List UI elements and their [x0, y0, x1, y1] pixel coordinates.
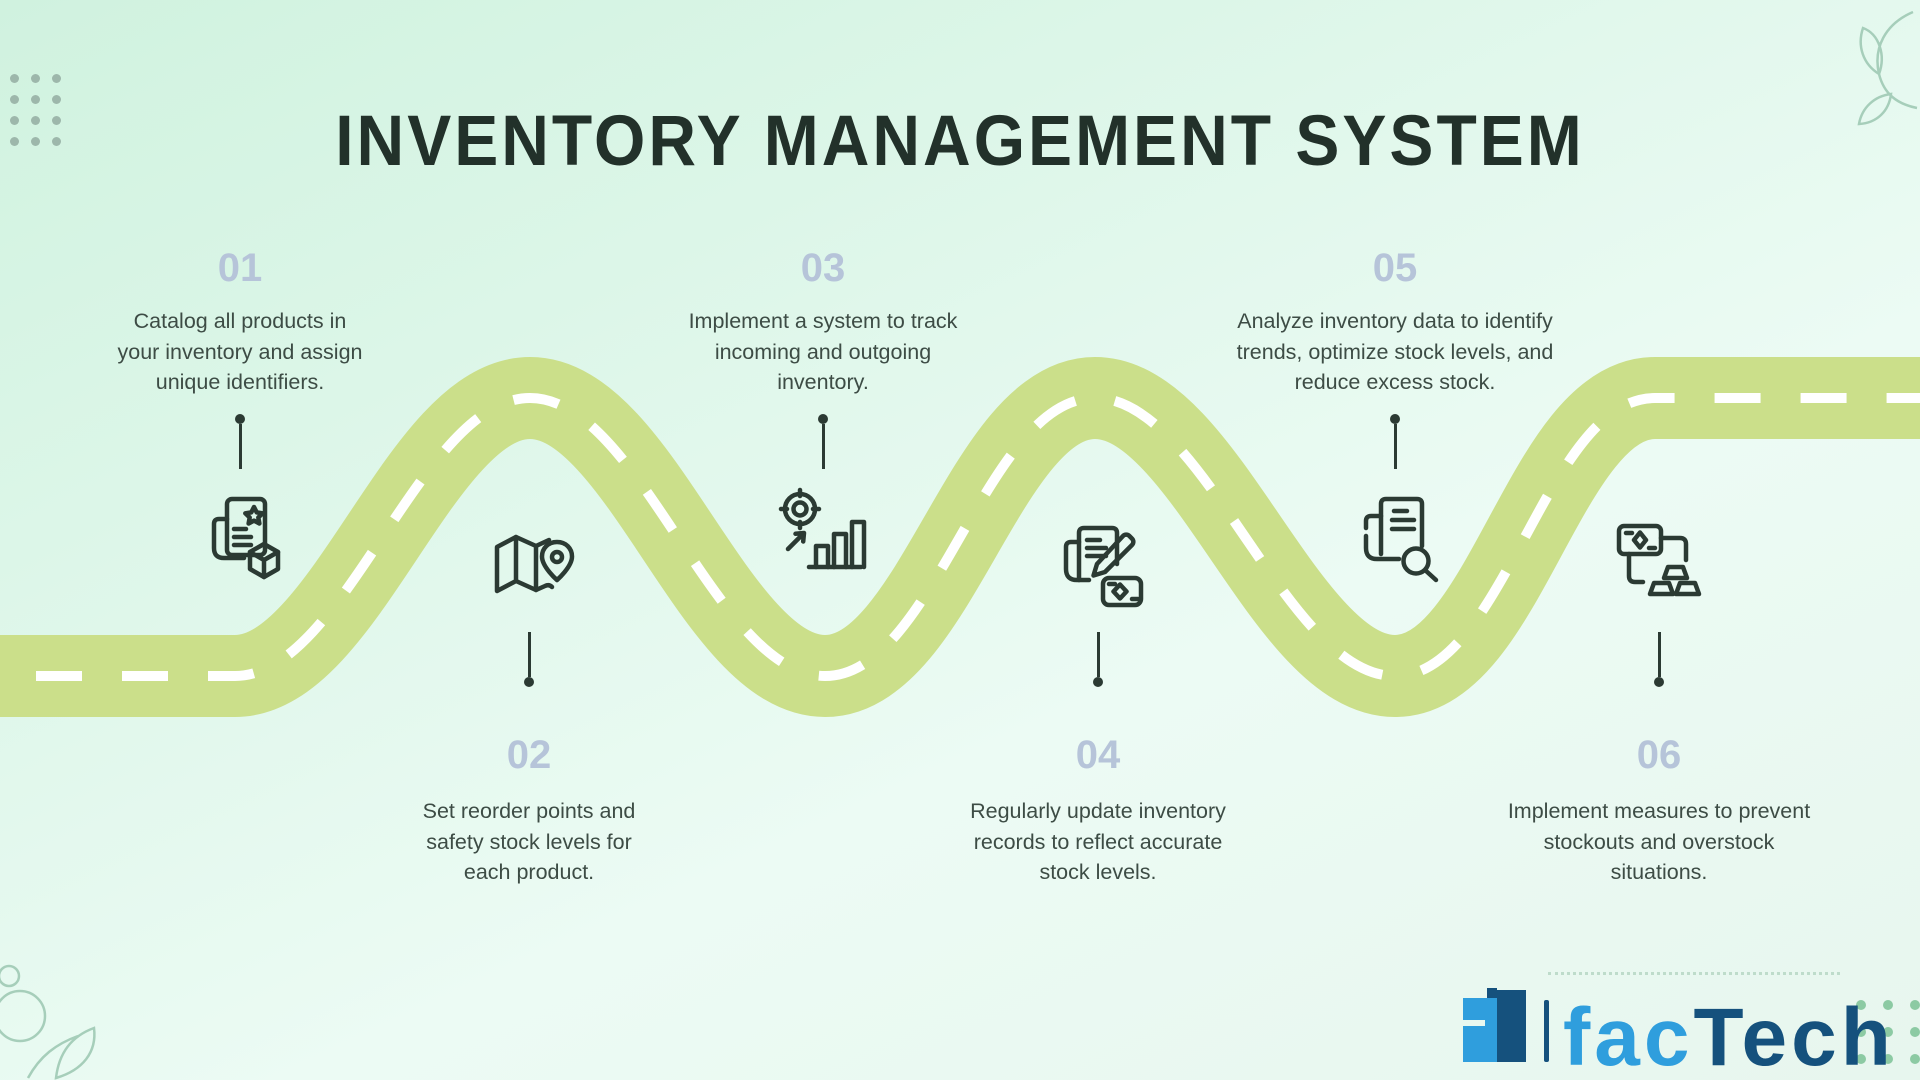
step-description-line: unique identifiers. [155, 370, 325, 395]
step-description-line: situations. [1610, 860, 1708, 885]
icon-wrap [190, 484, 290, 584]
step-description-line: trends, optimize stock levels, and [1236, 339, 1554, 364]
logo-text-fac: fac [1563, 992, 1694, 1080]
connector-line [818, 414, 828, 469]
step-description: Analyze inventory data to identify trend… [1215, 306, 1575, 398]
step-number: 06 [1636, 733, 1682, 777]
top-left-dot-grid [10, 74, 61, 146]
bottom-right-dot-grid [1856, 1000, 1920, 1080]
icon-wrap [773, 484, 873, 584]
icon-wrap [1609, 514, 1709, 614]
step-number: 03 [800, 246, 846, 290]
step-description-line: stock levels. [1039, 860, 1157, 885]
step-description-line: your inventory and assign [117, 339, 363, 364]
step-description: Catalog all products in your inventory a… [60, 306, 420, 398]
step-number: 01 [217, 246, 263, 290]
step-description-line: safety stock levels for [426, 829, 632, 854]
step-column-06: 06 Implement measures to prevent stockou… [1479, 0, 1839, 1080]
tracking-growth-chart-icon [778, 487, 867, 570]
step-column-04: 04 Regularly update inventory records to… [918, 0, 1278, 1080]
step-description: Implement a system to track incoming and… [643, 306, 1003, 398]
logo-wordmark: facTech [1563, 997, 1895, 1079]
logo-text-tech: Tech [1693, 992, 1895, 1080]
stock-balance-icon [1616, 523, 1702, 597]
step-description: Implement measures to prevent stockouts … [1479, 796, 1839, 888]
road-center-dashes [0, 392, 1920, 682]
icon-wrap [1345, 484, 1445, 584]
step-column-03: 03 Implement a system to track incoming … [643, 0, 1003, 1080]
update-records-icon [1063, 525, 1144, 608]
step-description-line: incoming and outgoing [714, 339, 932, 364]
connector-line [1390, 414, 1400, 469]
connector-line [1654, 632, 1664, 687]
step-description: Regularly update inventory records to re… [918, 796, 1278, 888]
top-right-leaf-ornament [1857, 10, 1918, 126]
step-description-line: Implement a system to track [688, 309, 958, 333]
page-title: INVENTORY MANAGEMENT SYSTEM [335, 100, 1585, 180]
step-column-02: 02 Set reorder points and safety stock l… [349, 0, 709, 1080]
analyze-data-icon [1363, 496, 1439, 583]
step-number: 04 [1075, 733, 1121, 777]
step-description-line: stockouts and overstock [1543, 829, 1775, 854]
step-description-line: Analyze inventory data to identify [1237, 309, 1553, 333]
map-location-icon [494, 534, 575, 594]
connector-line [235, 414, 245, 469]
step-description: Set reorder points and safety stock leve… [349, 796, 709, 888]
step-column-01: 01 Catalog all products in your inventor… [60, 0, 420, 1080]
icon-wrap [1048, 514, 1148, 614]
step-description-line: records to reflect accurate [973, 829, 1223, 854]
icon-wrap [479, 514, 579, 614]
logo-separator-bar [1544, 1000, 1549, 1062]
logo-dotted-accent [1548, 972, 1840, 975]
step-description-line: Regularly update inventory [970, 799, 1226, 823]
step-description-line: each product. [463, 860, 595, 885]
step-description-line: Implement measures to prevent [1507, 799, 1811, 823]
factech-logo: facTech [1460, 984, 1895, 1079]
bottom-left-leaf-ornament [0, 964, 96, 1080]
step-description-line: Catalog all products in [133, 309, 347, 333]
connector-line [1093, 632, 1103, 687]
product-catalog-icon [211, 496, 281, 580]
step-column-05: 05 Analyze inventory data to identify tr… [1215, 0, 1575, 1080]
step-description-line: inventory. [777, 370, 869, 395]
factech-logo-mark [1463, 988, 1526, 1062]
step-description-line: Set reorder points and [422, 799, 636, 823]
step-description-line: reduce excess stock. [1294, 370, 1496, 395]
step-number: 05 [1372, 246, 1418, 290]
connector-line [524, 632, 534, 687]
step-number: 02 [506, 733, 552, 777]
